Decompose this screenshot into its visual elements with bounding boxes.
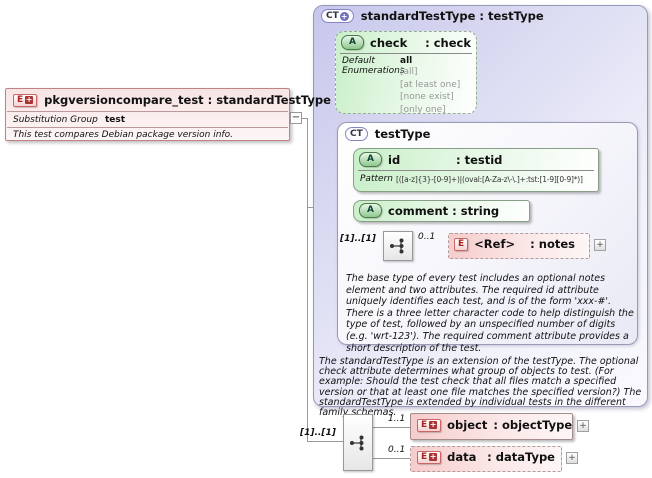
- standardtesttype-header: CT+ standardTestType : testType: [321, 9, 544, 23]
- element-type: : notes: [530, 237, 575, 251]
- connector-line: [302, 118, 308, 119]
- connector-line: [307, 118, 308, 442]
- id-attribute-title: A id : testid: [354, 149, 598, 170]
- sequence-glyph: [350, 435, 364, 450]
- enumeration-value: [only one]: [400, 104, 446, 115]
- element-type: : objectType: [493, 418, 573, 432]
- attribute-name: check: [370, 35, 408, 50]
- sequence-compositor-icon[interactable]: [343, 414, 373, 471]
- plus-badge-icon: +: [429, 452, 438, 461]
- expand-object-button[interactable]: +: [577, 420, 589, 432]
- collapse-toggle-button[interactable]: −: [290, 112, 302, 124]
- notes-cardinality: 0..1: [418, 232, 436, 242]
- attribute-type: : check: [425, 35, 471, 50]
- sequence-occurrence: [1]..[1]: [300, 428, 336, 438]
- root-element-title-row: E+ pkgversioncompare_test : standardTest…: [6, 89, 331, 111]
- element-plus-icon: E+: [417, 450, 442, 464]
- root-element-title: pkgversioncompare_test : standardTestTyp…: [44, 93, 331, 107]
- element-name: object: [447, 418, 488, 432]
- notes-element-title: E <Ref> : notes: [449, 234, 589, 254]
- data-cardinality: 0..1: [388, 445, 406, 455]
- attribute-icon: A: [359, 152, 382, 167]
- testtype-header: CT testType: [345, 127, 430, 141]
- attribute-icon: A: [341, 35, 364, 50]
- divider: [7, 111, 288, 112]
- attribute-type: : testid: [456, 152, 503, 167]
- element-icon: E: [454, 237, 469, 251]
- sequence-glyph: [390, 238, 404, 254]
- enumeration-value: [none exist]: [400, 92, 454, 102]
- attribute-name: id: [388, 152, 401, 167]
- element-type: : dataType: [487, 450, 555, 464]
- divider: [7, 127, 288, 128]
- element-plus-icon: E+: [417, 418, 442, 432]
- root-element-description: This test compares Debian package versio…: [13, 130, 233, 140]
- default-label: Default: [342, 56, 375, 66]
- testtype-title: testType: [374, 127, 431, 141]
- substitution-group-value: test: [105, 114, 126, 125]
- comment-attribute-title: A comment : string: [354, 201, 529, 220]
- object-element-title: E+ object : objectType: [411, 414, 572, 436]
- plus-badge-icon: +: [429, 420, 438, 429]
- notes-element-box[interactable]: E <Ref> : notes: [448, 233, 590, 259]
- expand-notes-button[interactable]: +: [594, 239, 606, 251]
- plus-badge-icon: +: [25, 95, 34, 104]
- pattern-value: [([a-z]{3}-[0-9]+)|(oval:[A-Za-z\-\.]+:t…: [396, 174, 583, 184]
- default-value: all: [400, 56, 413, 66]
- object-element-box[interactable]: E+ object : objectType: [410, 413, 573, 440]
- check-facets: Default all Enumerations [all] [at least…: [336, 54, 476, 118]
- divider: [340, 53, 472, 54]
- complextype-icon: CT: [345, 127, 368, 141]
- standardtesttype-description: The standardTestType is an extension of …: [319, 356, 642, 419]
- enumerations-label: Enumerations: [342, 66, 405, 76]
- attribute-name: comment : string: [388, 203, 500, 218]
- expand-data-button[interactable]: +: [566, 452, 578, 464]
- complextype-plus-icon: CT+: [321, 9, 354, 23]
- data-element-box[interactable]: E+ data : dataType: [410, 446, 562, 472]
- element-name: data: [447, 450, 477, 464]
- element-plus-icon: E+: [13, 93, 38, 107]
- check-attribute-title: A check : check: [336, 32, 476, 53]
- sequence-compositor-icon[interactable]: [383, 231, 413, 261]
- connector-line: [372, 458, 411, 459]
- comment-attribute-box[interactable]: A comment : string: [353, 200, 530, 222]
- sequence-occurrence: [1]..[1]: [340, 234, 376, 244]
- attribute-icon: A: [359, 203, 382, 218]
- standardtesttype-title: standardTestType : testType: [360, 9, 544, 23]
- element-name: <Ref>: [474, 237, 516, 251]
- testtype-description: The base type of every test includes an …: [346, 273, 634, 354]
- data-element-title: E+ data : dataType: [411, 447, 561, 467]
- divider: [358, 170, 594, 171]
- substitution-group-label: Substitution Group: [13, 114, 98, 125]
- connector-line: [307, 441, 344, 442]
- substitution-group-row: Substitution Group test: [6, 112, 289, 127]
- object-cardinality: 1..1: [388, 414, 406, 424]
- enumeration-value: [all]: [400, 67, 418, 77]
- id-attribute-box[interactable]: A id : testid Pattern [([a-z]{3}-[0-9]+)…: [353, 148, 599, 192]
- check-attribute-box[interactable]: A check : check Default all Enumerations…: [335, 31, 477, 115]
- pattern-label: Pattern: [360, 174, 393, 184]
- connector-line: [372, 427, 411, 428]
- root-element-box[interactable]: E+ pkgversioncompare_test : standardTest…: [5, 88, 331, 141]
- enumeration-value: [at least one]: [400, 79, 461, 90]
- plus-badge-icon: +: [339, 11, 349, 21]
